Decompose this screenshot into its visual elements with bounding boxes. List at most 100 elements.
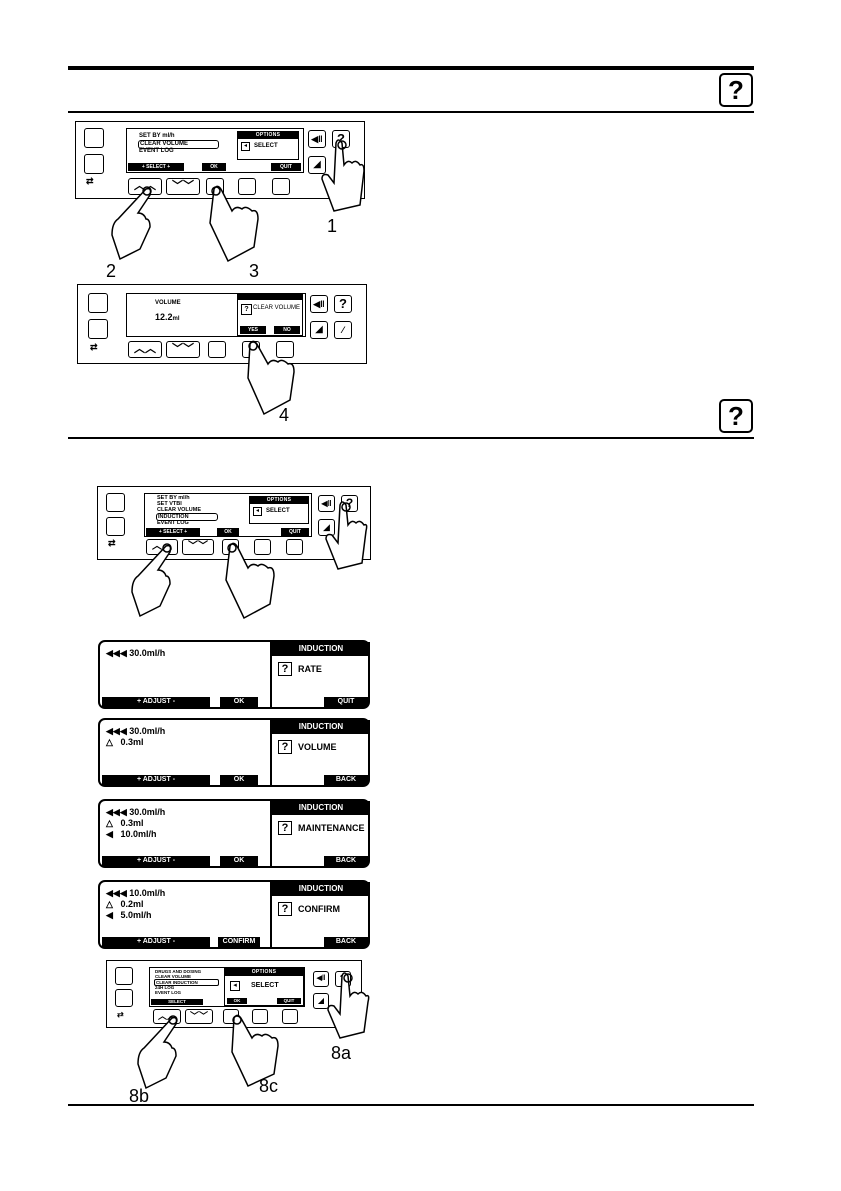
callout-8c: 8c <box>259 1076 279 1096</box>
display-screen: VOLUME 12.2ml ? CLEAR VOLUME YES NO <box>126 293 306 337</box>
options-title: OPTIONS <box>250 497 308 504</box>
mode-key-top[interactable] <box>84 128 104 148</box>
menu-item-drugs[interactable]: DRUGS AND DOSING <box>155 969 202 974</box>
confirm-label: CONFIRM <box>298 904 340 914</box>
softkey-3[interactable] <box>272 178 290 195</box>
menu-item-clear-induction[interactable]: CLEAR INDUCTION <box>154 979 219 986</box>
down-key[interactable]: ﹀﹀ <box>185 1009 213 1024</box>
wedge-icon: ◢ <box>315 324 323 335</box>
mode-key-top[interactable] <box>115 967 133 985</box>
menu-item-24h-log[interactable]: 24H LOG <box>155 985 175 990</box>
help-icon: ? <box>719 73 753 107</box>
down-key[interactable]: ﹀﹀ <box>166 341 200 358</box>
stop-key[interactable]: ⁄ <box>334 321 352 339</box>
help-square-icon: ? <box>241 304 252 315</box>
silence-key[interactable]: ◀‖ <box>308 130 326 148</box>
mode-key-bottom[interactable] <box>106 517 125 536</box>
select-arrow-icon: ◂ <box>253 507 262 516</box>
pump-icon: ⇄ <box>86 176 94 186</box>
help-key[interactable]: ? <box>334 295 352 313</box>
pump-icon: ⇄ <box>117 1010 124 1019</box>
softkey-3[interactable] <box>286 539 303 555</box>
callout-4: 4 <box>279 405 290 425</box>
volume-value: △ 0.3ml <box>106 737 144 747</box>
select-arrow-icon: ◂ <box>230 981 240 991</box>
mode-key-bottom[interactable] <box>88 319 108 339</box>
adjust-bar: + ADJUST - <box>102 937 210 947</box>
down-key[interactable]: ﹀﹀ <box>182 539 214 555</box>
softkey-label-select: + SELECT + <box>146 528 200 536</box>
silence-key[interactable]: ◀‖ <box>313 971 329 987</box>
menu-item-clear-volume[interactable]: CLEAR VOLUME <box>138 140 219 149</box>
softkey-2[interactable] <box>252 1009 268 1024</box>
rate-value: ◀◀◀ 30.0ml/h <box>106 726 166 736</box>
softkey-3[interactable] <box>282 1009 298 1024</box>
confirm-header <box>238 295 302 300</box>
bolus-key[interactable]: ◢ <box>313 993 329 1009</box>
hand-pointer-2 <box>111 186 152 261</box>
induction-panel-volume: ◀◀◀ 30.0ml/h △ 0.3ml + ADJUST - OK INDUC… <box>98 718 370 787</box>
speaker-icon: ◀‖ <box>311 134 323 144</box>
menu-item-clear-volume[interactable]: CLEAR VOLUME <box>157 507 201 513</box>
help-square-icon: ? <box>278 821 292 835</box>
rate-label: RATE <box>298 664 322 674</box>
menu-item-event-log[interactable]: EVENT LOG <box>155 990 182 995</box>
mode-key-bottom[interactable] <box>84 154 104 174</box>
maintenance-value: ◀ 10.0ml/h <box>106 829 157 839</box>
down-key[interactable]: ﹀﹀ <box>166 178 200 195</box>
rate-value: ◀◀◀ 10.0ml/h <box>106 888 166 898</box>
silence-key[interactable]: ◀‖ <box>310 295 328 313</box>
mode-key-top[interactable] <box>88 293 108 313</box>
volume-value: 12.2ml <box>155 312 180 322</box>
mode-key-bottom[interactable] <box>115 989 133 1007</box>
menu-item-set-by[interactable]: SET BY ml/h <box>157 495 190 501</box>
softkey-label-no: NO <box>274 326 300 334</box>
hand-pointer-4 <box>247 340 295 416</box>
back-bar: BACK <box>324 856 368 866</box>
confirm-bar: CONFIRM <box>218 937 260 947</box>
menu-item-clear-volume[interactable]: CLEAR VOLUME <box>155 974 191 979</box>
volume-label: VOLUME <box>155 300 181 306</box>
induction-box: INDUCTION ? CONFIRM BACK <box>270 882 370 947</box>
pump-device-2: ⇄ VOLUME 12.2ml ? CLEAR VOLUME YES NO ◀‖… <box>77 284 367 364</box>
softkey-2[interactable] <box>254 539 271 555</box>
speaker-icon: ◀‖ <box>313 299 325 309</box>
options-title: OPTIONS <box>238 132 298 139</box>
induction-title: INDUCTION <box>272 642 370 656</box>
adjust-bar: + ADJUST - <box>102 697 210 707</box>
bolus-key[interactable]: ◢ <box>310 321 328 339</box>
help-square-icon: ? <box>278 902 292 916</box>
menu-item-event-log[interactable]: EVENT LOG <box>157 520 189 526</box>
bolus-key[interactable]: ◢ <box>308 156 326 174</box>
back-bar: BACK <box>324 775 368 785</box>
up-key[interactable]: ︿︿ <box>128 341 162 358</box>
select-arrow-icon: ◂ <box>241 142 250 151</box>
pump-device-1: ⇄ SET BY ml/h CLEAR VOLUME EVENT LOG OPT… <box>75 121 365 199</box>
silence-key[interactable]: ◀‖ <box>318 495 335 512</box>
induction-panel-rate: ◀◀◀ 30.0ml/h + ADJUST - OK INDUCTION ? R… <box>98 640 370 709</box>
hand-pointer-8a <box>327 972 370 1039</box>
menu-item-induction[interactable]: INDUCTION <box>156 513 218 521</box>
induction-panel-confirm: ◀◀◀ 10.0ml/h △ 0.2ml ◀ 5.0ml/h + ADJUST … <box>98 880 370 949</box>
options-select: SELECT <box>251 982 279 989</box>
menu-item-set-by[interactable]: SET BY ml/h <box>139 133 175 139</box>
hand-pointer-5 <box>325 501 368 570</box>
induction-title: INDUCTION <box>272 720 370 734</box>
rate-value: ◀◀◀ 30.0ml/h <box>106 648 166 658</box>
help-icon-2: ? <box>719 399 753 433</box>
menu-item-set-vtbi[interactable]: SET VTBI <box>157 501 182 507</box>
callout-2: 2 <box>106 261 117 281</box>
volume-label: VOLUME <box>298 742 337 752</box>
softkey-label-ok: OK <box>202 163 226 171</box>
wedge-icon: ◢ <box>317 996 325 1005</box>
softkey-3[interactable] <box>276 341 294 358</box>
wedge-icon: ◢ <box>313 159 321 170</box>
mode-key-top[interactable] <box>106 493 125 512</box>
softkey-1[interactable] <box>208 341 226 358</box>
ok-bar: OK <box>220 856 258 866</box>
options-title: OPTIONS <box>225 969 303 976</box>
menu-item-event-log[interactable]: EVENT LOG <box>139 148 174 154</box>
ok-bar: OK <box>220 697 258 707</box>
softkey-2[interactable] <box>238 178 256 195</box>
pump-icon: ⇄ <box>90 342 98 352</box>
